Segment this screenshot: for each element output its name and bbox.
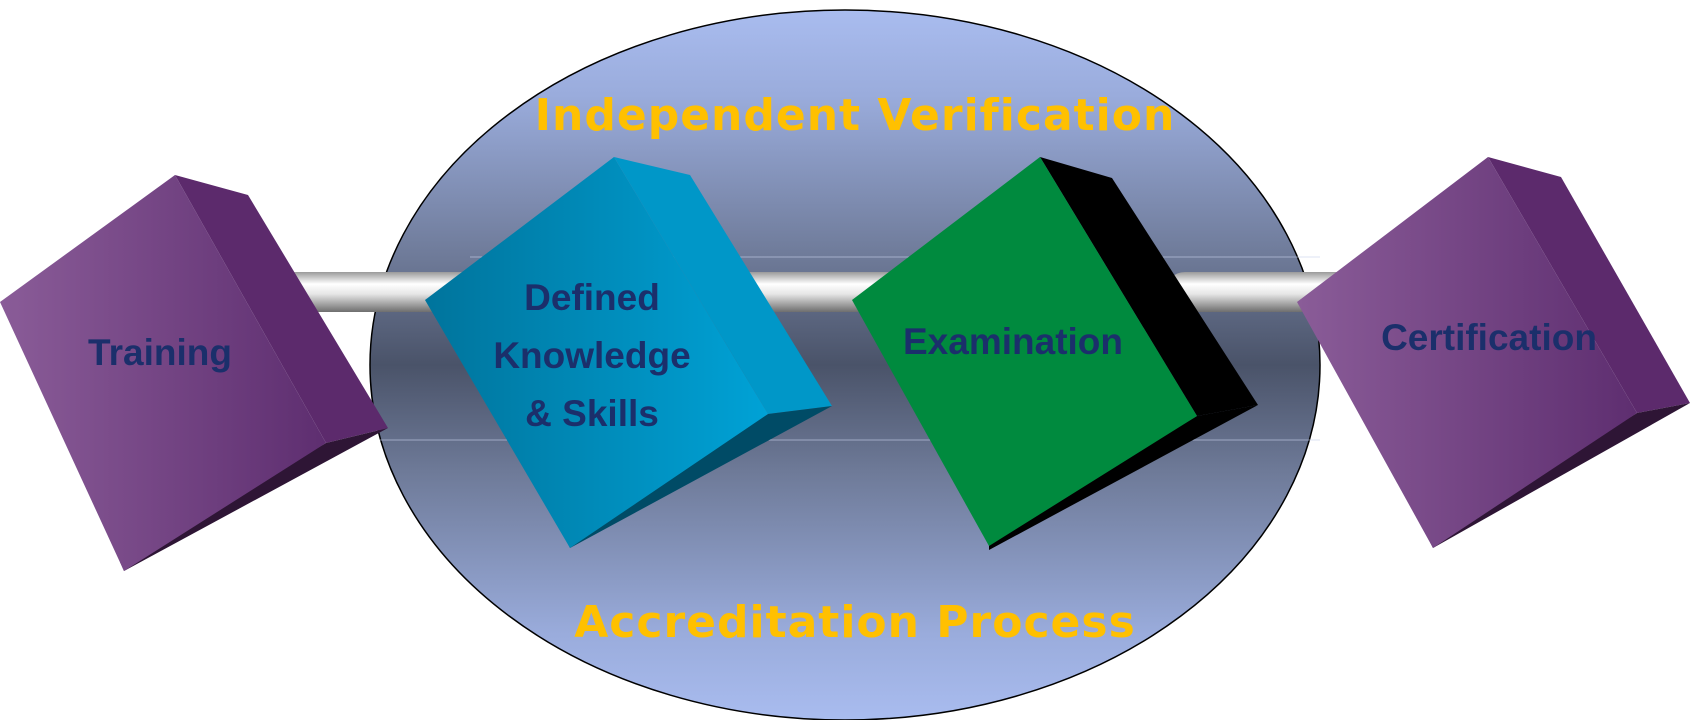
defined-knowledge-block <box>425 157 832 548</box>
defined-knowledge-label-line2: Knowledge <box>493 335 690 376</box>
top-caption: Independent Verification <box>535 90 1176 141</box>
examination-label: Examination <box>903 321 1123 362</box>
defined-knowledge-label-line3: & Skills <box>525 393 659 434</box>
bottom-caption: Accreditation Process <box>574 597 1136 648</box>
training-block <box>0 175 388 571</box>
defined-knowledge-label-line1: Defined <box>524 277 660 318</box>
examination-block <box>852 157 1258 550</box>
certification-label: Certification <box>1381 317 1597 358</box>
certification-block <box>1297 157 1690 548</box>
training-label: Training <box>88 332 232 373</box>
